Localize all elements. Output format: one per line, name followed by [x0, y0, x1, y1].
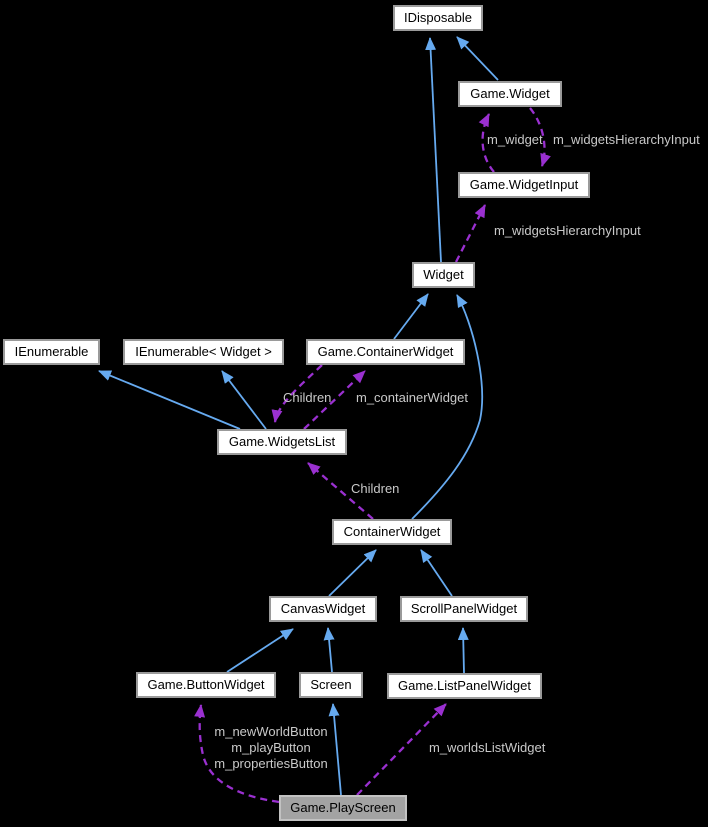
edge-gamecontainerwidget-to-widget: [393, 293, 429, 340]
edge-widget-to-widgetinput-hierarchyinput: [454, 204, 487, 263]
node-scrollpanelwidget[interactable]: ScrollPanelWidget: [400, 596, 528, 622]
edge-label-m-containerwidget: m_containerWidget: [356, 390, 468, 405]
node-game-widgetinput[interactable]: Game.WidgetInput: [458, 172, 590, 198]
edge-widgetslist-to-ienumerablewidget: [221, 370, 267, 430]
node-game-playscreen[interactable]: Game.PlayScreen: [279, 795, 407, 821]
edge-gamewidget-to-widgetinput-hierarchyinput: [529, 107, 551, 167]
edge-widgetslist-to-gamecontainerwidget-containerwidget: [303, 370, 366, 430]
edge-containerwidget-to-widgetslist-children: [307, 462, 374, 520]
edge-label-playscreen-buttons: m_newWorldButton m_playButton m_properti…: [180, 725, 362, 773]
node-containerwidget[interactable]: ContainerWidget: [332, 519, 452, 545]
node-game-widget[interactable]: Game.Widget: [458, 81, 562, 107]
node-game-buttonwidget[interactable]: Game.ButtonWidget: [136, 672, 276, 698]
edge-label-children-upper: Children: [283, 390, 332, 405]
edge-screen-to-canvaswidget: [323, 627, 335, 673]
node-game-listpanelwidget[interactable]: Game.ListPanelWidget: [387, 673, 542, 699]
node-ienumerable[interactable]: IEnumerable: [3, 339, 100, 365]
edge-scrollpanelwidget-to-containerwidget: [420, 549, 453, 597]
node-screen[interactable]: Screen: [299, 672, 363, 698]
edge-playscreen-to-listpanelwidget: [356, 703, 447, 796]
edge-label-m-worldslistwidget: m_worldsListWidget: [429, 740, 546, 755]
edge-widget-to-idisposable: [425, 37, 442, 263]
edge-widgetinput-to-gamewidget-m-widget: [478, 113, 495, 173]
edge-canvaswidget-to-containerwidget: [328, 549, 377, 597]
edge-gamewidget-to-idisposable: [456, 36, 499, 81]
edge-gamecontainerwidget-to-widgetslist-children: [271, 364, 323, 423]
node-game-containerwidget[interactable]: Game.ContainerWidget: [306, 339, 465, 365]
node-canvaswidget[interactable]: CanvasWidget: [269, 596, 377, 622]
edge-label-m-widgetshierarchyinput-top: m_widgetsHierarchyInput: [553, 132, 700, 147]
node-ienumerable-widget[interactable]: IEnumerable< Widget >: [123, 339, 284, 365]
node-game-widgetslist[interactable]: Game.WidgetsList: [217, 429, 347, 455]
edge-listpanelwidget-to-scrollpanelwidget: [457, 627, 469, 674]
edge-label-m-widget: m_widget: [487, 132, 543, 147]
edge-playscreen-to-screen: [328, 703, 342, 796]
node-widget[interactable]: Widget: [412, 262, 475, 288]
edge-label-m-newworldbutton: m_newWorldButton: [214, 724, 328, 739]
edge-widgetslist-to-ienumerable: [98, 370, 241, 430]
edge-label-m-propertiesbutton: m_propertiesButton: [214, 756, 328, 771]
edge-label-m-playbutton: m_playButton: [231, 740, 311, 755]
edge-buttonwidget-to-canvaswidget: [226, 628, 294, 673]
edge-containerwidget-to-widget: [411, 294, 484, 520]
edge-playscreen-to-buttonwidget: [194, 704, 280, 804]
edge-label-m-widgetshierarchyinput-mid: m_widgetsHierarchyInput: [494, 223, 641, 238]
edge-label-children-lower: Children: [351, 481, 400, 496]
node-idisposable[interactable]: IDisposable: [393, 5, 483, 31]
